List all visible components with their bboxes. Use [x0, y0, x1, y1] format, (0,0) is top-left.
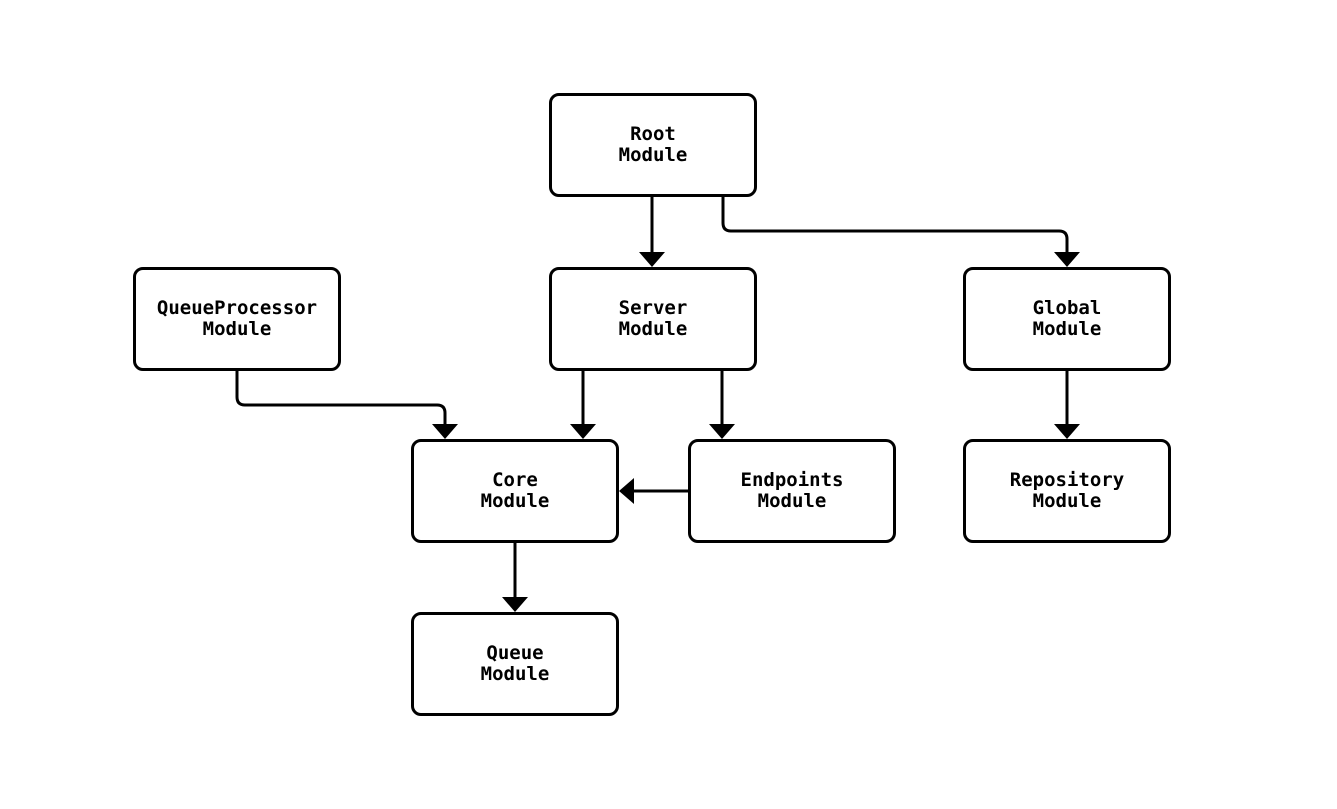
arrowhead-queueprocessor-to-core: [432, 424, 458, 439]
node-label-line2: Module: [480, 663, 550, 685]
arrowhead-global-to-repository: [1054, 424, 1080, 439]
node-label-line1: Endpoints: [740, 469, 844, 491]
node-label-line2: Module: [618, 144, 688, 166]
node-label-line1: Server: [618, 297, 688, 319]
node-label-line2: Module: [757, 490, 827, 512]
node-global-module: Global Module: [963, 267, 1171, 371]
node-label-line1: Repository: [1009, 469, 1125, 491]
node-endpoints-module: Endpoints Module: [688, 439, 896, 543]
arrowhead-root-to-server: [639, 252, 665, 267]
node-core-module: Core Module: [411, 439, 619, 543]
arrowhead-server-to-endpoints: [709, 424, 735, 439]
node-root-module: Root Module: [549, 93, 757, 197]
node-label-line2: Module: [1032, 490, 1102, 512]
node-label-line2: Module: [202, 318, 272, 340]
arrowhead-core-to-queue: [502, 597, 528, 612]
node-label-line2: Module: [480, 490, 550, 512]
node-queueprocessor-module: QueueProcessor Module: [133, 267, 341, 371]
node-queue-module: Queue Module: [411, 612, 619, 716]
node-label-line2: Module: [618, 318, 688, 340]
arrowhead-endpoints-to-core: [619, 478, 634, 504]
node-label-line1: Global: [1032, 297, 1102, 319]
arrowhead-server-to-core: [570, 424, 596, 439]
arrowhead-root-to-global: [1054, 252, 1080, 267]
node-label-line1: Queue: [486, 642, 544, 664]
node-label-line2: Module: [1032, 318, 1102, 340]
node-repository-module: Repository Module: [963, 439, 1171, 543]
node-label-line1: Core: [492, 469, 538, 491]
node-server-module: Server Module: [549, 267, 757, 371]
edge-queueprocessor-to-core: [235, 371, 447, 425]
edge-root-to-global: [721, 197, 1069, 253]
node-label-line1: Root: [630, 123, 676, 145]
node-label-line1: QueueProcessor: [156, 297, 318, 319]
